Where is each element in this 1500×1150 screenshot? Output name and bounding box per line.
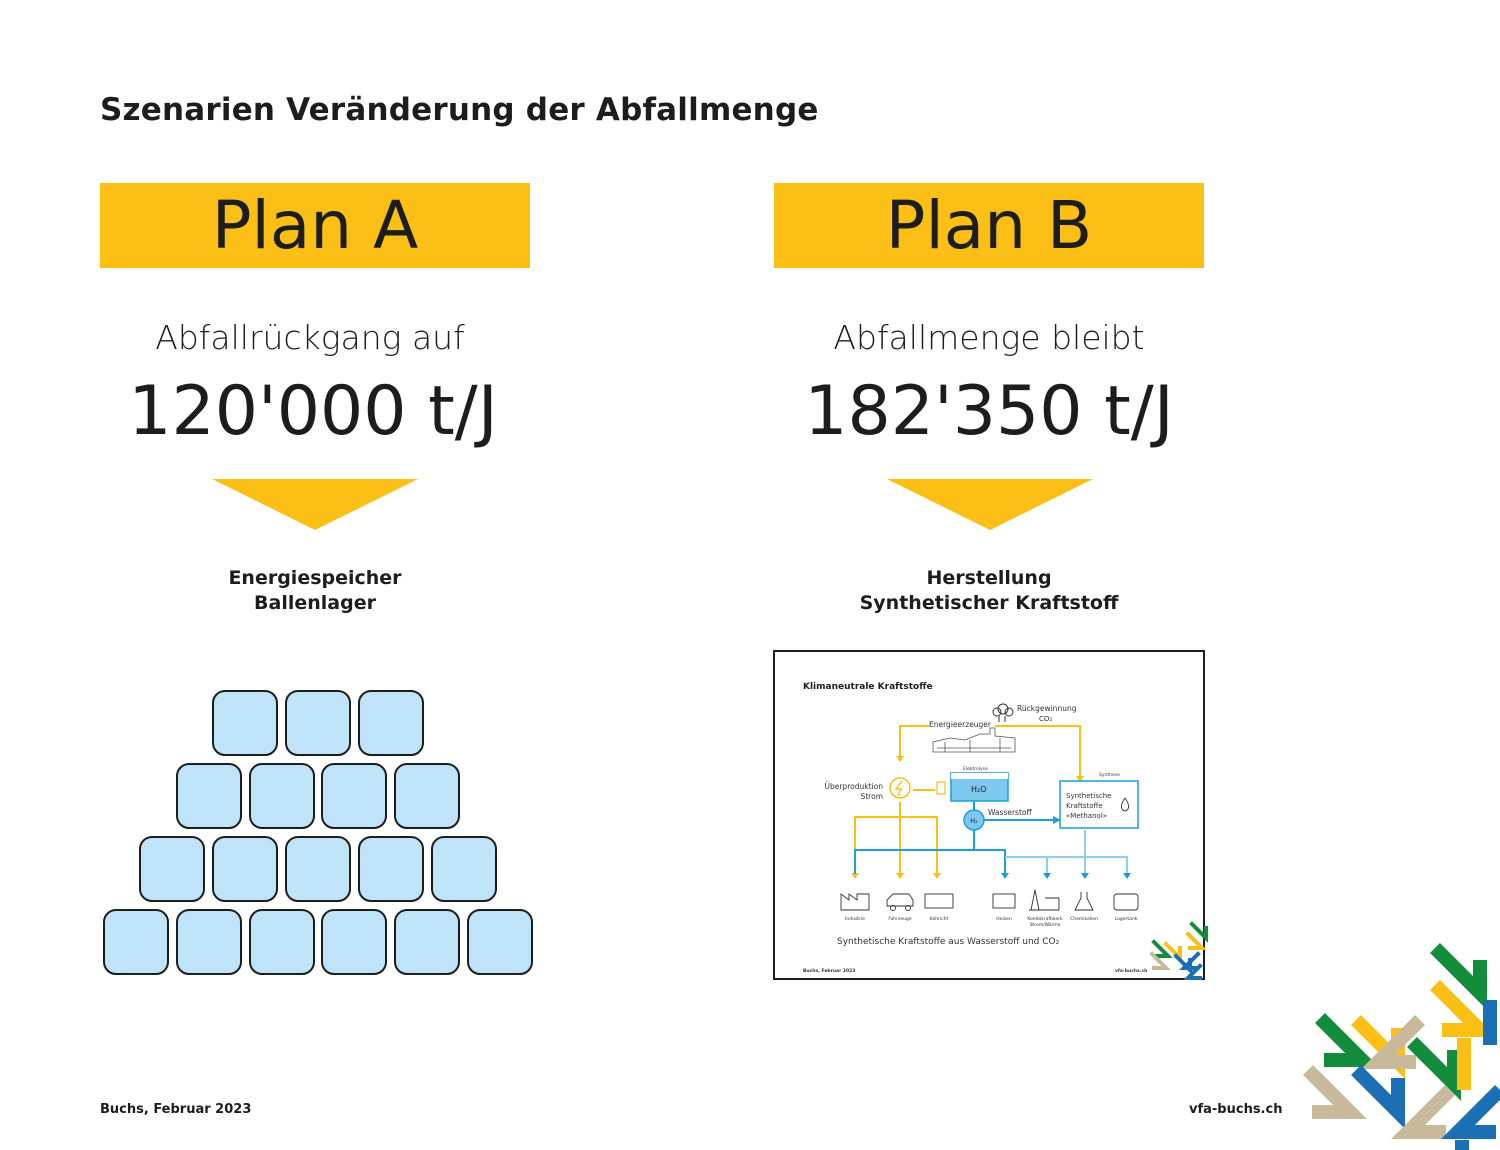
corner-logo-icon: [1303, 943, 1500, 1150]
electrolysis-label: Elektrolyse: [963, 766, 988, 772]
bale: [357, 690, 424, 756]
fuel-label-2: Kraftstoffe: [1066, 802, 1103, 810]
power-plant-icon: [932, 727, 1016, 753]
fuel-label-3: «Methanol»: [1066, 812, 1107, 820]
diagram-caption: Synthetische Kraftstoffe aus Wasserstoff…: [837, 937, 1060, 947]
synthesis-label: Synthese: [1099, 772, 1120, 778]
diagram-title: Klimaneutrale Kraftstoffe: [803, 682, 933, 692]
energy-flow-lines: [854, 725, 1081, 874]
bale: [430, 836, 497, 902]
hydrogen-label: Wasserstoff: [988, 808, 1032, 817]
water-label: H₂O: [971, 785, 987, 794]
bale: [175, 909, 242, 975]
electrode: [936, 781, 946, 795]
bale: [321, 909, 388, 975]
consumer-label: Kombikraftwerk: [1027, 916, 1063, 922]
plan-b-down-arrow-icon: [887, 479, 1093, 530]
bale: [175, 763, 242, 829]
lightning-bolt: [894, 780, 903, 797]
overproduction-label-1: Überproduktion: [825, 782, 884, 791]
hydrogen-flow-lines: [854, 819, 1055, 874]
car-icon: [886, 893, 914, 907]
plan-a-down-arrow-icon: [212, 479, 418, 530]
consumer-label: Chemikalien: [1070, 916, 1098, 922]
bale: [357, 836, 424, 902]
page-title: Szenarien Veränderung der Abfallmenge: [100, 92, 819, 128]
plan-b-banner: Plan B: [774, 183, 1204, 268]
plan-b-caption-line2: Synthetischer Kraftstoff: [859, 592, 1119, 614]
diagram-footer-right: vfa-buchs.ch: [1115, 968, 1147, 974]
recovery-label: Rückgewinnung: [1017, 704, 1077, 713]
plan-b-caption-line1: Herstellung: [926, 567, 1052, 589]
bale: [394, 763, 461, 829]
radiator-icon: [992, 893, 1016, 909]
chemicals-icon: [1074, 892, 1094, 911]
hydrogen-arrowhead: [1053, 816, 1061, 824]
bale: [103, 909, 169, 975]
fuel-flow-lines: [1005, 830, 1128, 874]
footer-date: Buchs, Februar 2023: [100, 1102, 252, 1117]
hydrogen-symbol: H₂: [970, 817, 978, 825]
bale: [285, 836, 351, 902]
yellow-arrowheads: [851, 756, 1084, 879]
combined-plant-icon: [1029, 889, 1060, 911]
fuel-label-1: Synthetische: [1066, 792, 1111, 800]
bale: [248, 763, 315, 829]
bale: [212, 690, 279, 756]
overproduction-label-2: Strom: [860, 792, 883, 801]
bale: [394, 909, 461, 975]
consumer-label: Lagertank: [1115, 916, 1138, 922]
bale: [139, 836, 206, 902]
recovery-co2-label: CO₂: [1039, 715, 1052, 723]
plan-b-caption: Herstellung Synthetischer Kraftstoff: [774, 566, 1204, 616]
consumer-label: Heizen: [996, 916, 1012, 922]
bale: [321, 763, 388, 829]
plan-a-label: Plan A: [211, 187, 419, 264]
plan-a-caption: Energiespeicher Ballenlager: [100, 566, 530, 616]
consumer-label: Fahrzeuge: [888, 916, 911, 922]
plan-a-caption-line2: Ballenlager: [254, 592, 376, 614]
industry-icon: [840, 893, 870, 911]
bale: [248, 909, 315, 975]
bale: [467, 909, 533, 975]
plan-a-amount: 120'000 t/J: [128, 372, 498, 451]
synthesis-box: [1059, 780, 1139, 829]
bale: [212, 836, 279, 902]
synthetic-fuel-diagram: Klimaneutrale Kraftstoffe Rückgewinnung …: [773, 650, 1205, 980]
diagram-svg: Klimaneutrale Kraftstoffe Rückgewinnung …: [803, 682, 1147, 974]
footer-url[interactable]: vfa-buchs.ch: [1189, 1102, 1283, 1117]
plan-a-banner: Plan A: [100, 183, 530, 268]
tank-top: [951, 773, 1008, 779]
cloud-icon: [992, 703, 1014, 722]
tank-icon: [1113, 893, 1139, 911]
producer-label: Energieerzeuger: [929, 720, 992, 729]
consumer-label: Kehricht: [930, 916, 949, 922]
truck-icon: [924, 893, 954, 909]
plan-b-subtitle: Abfallmenge bleibt: [833, 318, 1145, 357]
consumer-label: Industrie: [845, 916, 865, 922]
droplet-icon: [1120, 797, 1130, 812]
plan-b-label: Plan B: [885, 187, 1093, 264]
bale: [285, 690, 351, 756]
lightning-icon: [889, 777, 911, 799]
plan-a-caption-line1: Energiespeicher: [228, 567, 402, 589]
blue-arrowheads: [1001, 873, 1131, 879]
consumer-sub-label: Strom/Wärme: [1030, 922, 1061, 928]
consumer-icons: [840, 889, 1139, 911]
plan-b-amount: 182'350 t/J: [804, 372, 1174, 451]
diagram-footer-left: Buchs, Februar 2023: [803, 968, 855, 974]
plan-a-subtitle: Abfallrückgang auf: [155, 318, 465, 357]
small-logo-icon: [1149, 921, 1208, 980]
